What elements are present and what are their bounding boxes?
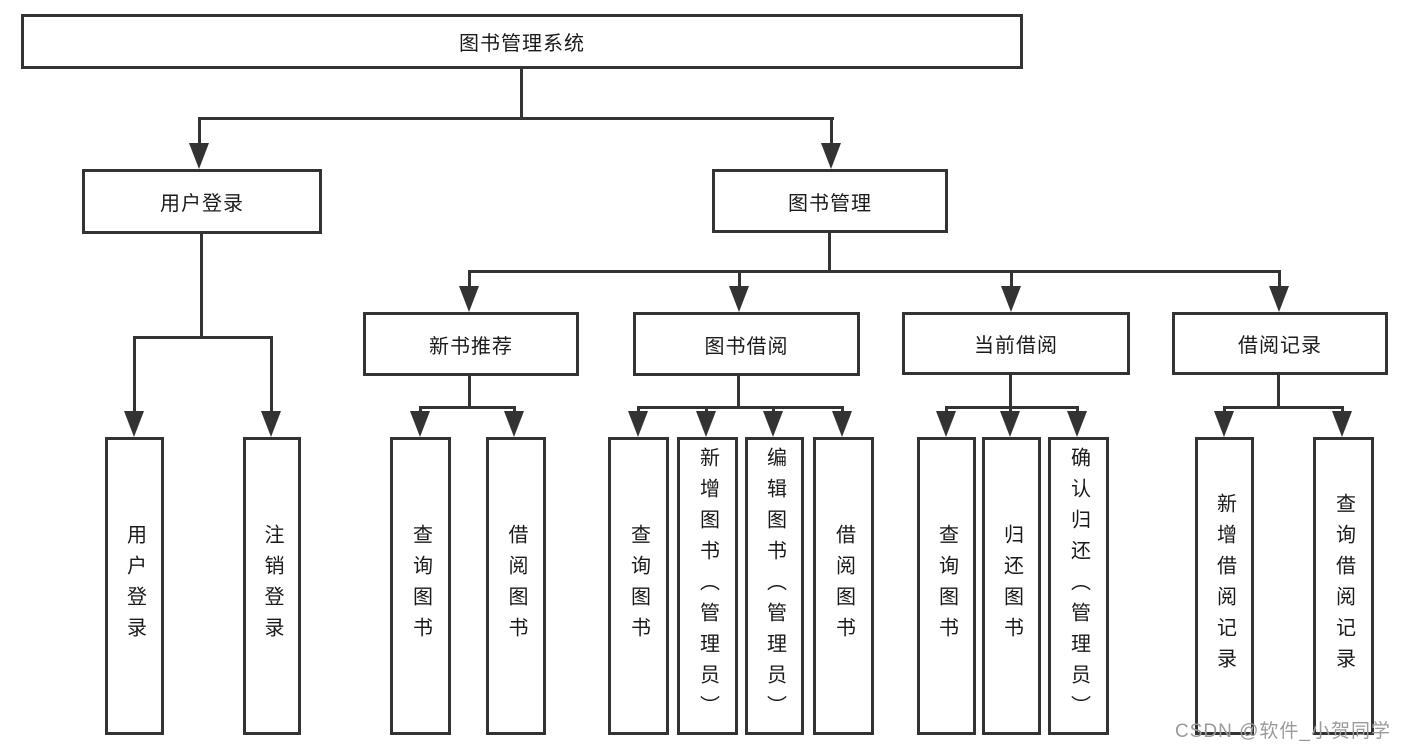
node-library-system: 图书管理系统 bbox=[21, 14, 1023, 69]
leaf-confirm-return-admin: 确认归还（管理员） bbox=[1048, 437, 1109, 735]
leaf-label: 借阅图书 bbox=[505, 524, 527, 648]
leaf-borrow-books-recommend: 借阅图书 bbox=[486, 437, 546, 735]
arrow-down-icon bbox=[504, 411, 524, 437]
connector-user-login-split bbox=[133, 336, 273, 339]
arrow-down-icon bbox=[1214, 411, 1234, 437]
leaf-query-books-borrow: 查询图书 bbox=[608, 437, 669, 735]
node-label: 图书管理 bbox=[788, 192, 872, 215]
leaf-add-books-admin: 新增图书（管理员） bbox=[677, 437, 738, 735]
node-current-borrow: 当前借阅 bbox=[902, 312, 1130, 375]
connector-book-mgmt-down bbox=[828, 231, 831, 272]
arrow-down-icon bbox=[410, 411, 430, 437]
arrow-down-icon bbox=[628, 411, 648, 437]
arrow-down-icon bbox=[1332, 411, 1352, 437]
node-borrow-records: 借阅记录 bbox=[1172, 312, 1388, 375]
leaf-label: 确认归还（管理员） bbox=[1067, 446, 1090, 726]
connector-book-mgmt-split bbox=[468, 270, 1281, 273]
arrow-down-icon bbox=[696, 411, 716, 437]
leaf-label: 新增图书（管理员） bbox=[696, 446, 719, 726]
arrow-stem bbox=[830, 117, 833, 150]
arrow-down-icon bbox=[1001, 286, 1021, 312]
node-label: 用户登录 bbox=[160, 193, 244, 215]
leaf-return-books: 归还图书 bbox=[982, 437, 1041, 735]
arrow-stem bbox=[198, 117, 201, 150]
leaf-query-borrow-record: 查询借阅记录 bbox=[1313, 437, 1374, 735]
leaf-label: 查询图书 bbox=[935, 524, 958, 648]
leaf-label: 编辑图书（管理员） bbox=[763, 446, 786, 726]
connector-new-book-down bbox=[468, 374, 471, 409]
leaf-label: 查询图书 bbox=[627, 524, 650, 648]
arrow-down-icon bbox=[729, 286, 749, 312]
arrow-stem bbox=[1278, 270, 1281, 292]
arrow-stem bbox=[270, 336, 273, 418]
arrow-down-icon bbox=[459, 286, 479, 312]
connector-book-borrow-split bbox=[637, 406, 844, 409]
arrow-down-icon bbox=[1067, 411, 1087, 437]
leaf-user-login: 用户登录 bbox=[105, 437, 164, 735]
leaf-edit-books-admin: 编辑图书（管理员） bbox=[745, 437, 804, 735]
arrow-down-icon bbox=[261, 411, 281, 437]
connector-user-login-down bbox=[200, 231, 203, 337]
node-label: 借阅记录 bbox=[1238, 335, 1322, 357]
arrow-stem bbox=[738, 270, 741, 292]
leaf-label: 用户登录 bbox=[123, 524, 146, 648]
node-user-login: 用户登录 bbox=[82, 169, 322, 234]
leaf-borrow-books: 借阅图书 bbox=[813, 437, 874, 735]
arrow-down-icon bbox=[1000, 411, 1020, 437]
leaf-query-books-recommend: 查询图书 bbox=[390, 437, 451, 735]
node-label: 图书借阅 bbox=[704, 335, 789, 358]
node-label: 图书管理系统 bbox=[459, 33, 585, 55]
connector-level1-split bbox=[198, 117, 834, 120]
leaf-add-borrow-record: 新增借阅记录 bbox=[1195, 437, 1254, 735]
connector-root-down bbox=[520, 66, 523, 118]
arrow-stem bbox=[1010, 270, 1013, 292]
arrow-stem bbox=[468, 270, 471, 292]
connector-borrow-records-split bbox=[1223, 406, 1344, 409]
connector-new-book-split bbox=[419, 406, 516, 409]
csdn-watermark: CSDN @软件_小贺同学 bbox=[1175, 721, 1391, 742]
leaf-label: 注销登录 bbox=[261, 524, 283, 648]
leaf-label: 归还图书 bbox=[1000, 524, 1023, 648]
arrow-down-icon bbox=[763, 411, 783, 437]
arrow-down-icon bbox=[832, 411, 852, 437]
arrow-down-icon bbox=[1269, 286, 1289, 312]
leaf-label: 借阅图书 bbox=[832, 524, 855, 648]
connector-borrow-records-down bbox=[1277, 374, 1280, 409]
leaf-query-books-current: 查询图书 bbox=[917, 437, 976, 735]
node-book-borrow: 图书借阅 bbox=[633, 312, 860, 376]
leaf-logout: 注销登录 bbox=[243, 437, 301, 735]
node-label: 新书推荐 bbox=[429, 335, 513, 358]
node-book-management: 图书管理 bbox=[712, 169, 948, 233]
node-new-book-recommend: 新书推荐 bbox=[363, 312, 579, 376]
arrow-down-icon bbox=[821, 143, 841, 169]
arrow-down-icon bbox=[189, 143, 209, 169]
arrow-stem bbox=[133, 336, 136, 418]
node-label: 当前借阅 bbox=[974, 335, 1058, 357]
leaf-label: 查询图书 bbox=[409, 524, 432, 648]
leaf-label: 新增借阅记录 bbox=[1213, 493, 1236, 679]
connector-current-borrow-down bbox=[1009, 374, 1012, 409]
arrow-down-icon bbox=[936, 411, 956, 437]
connector-book-borrow-down bbox=[737, 374, 740, 409]
leaf-label: 查询借阅记录 bbox=[1332, 493, 1355, 679]
arrow-down-icon bbox=[124, 411, 144, 437]
connector-current-borrow-split bbox=[945, 406, 1079, 409]
